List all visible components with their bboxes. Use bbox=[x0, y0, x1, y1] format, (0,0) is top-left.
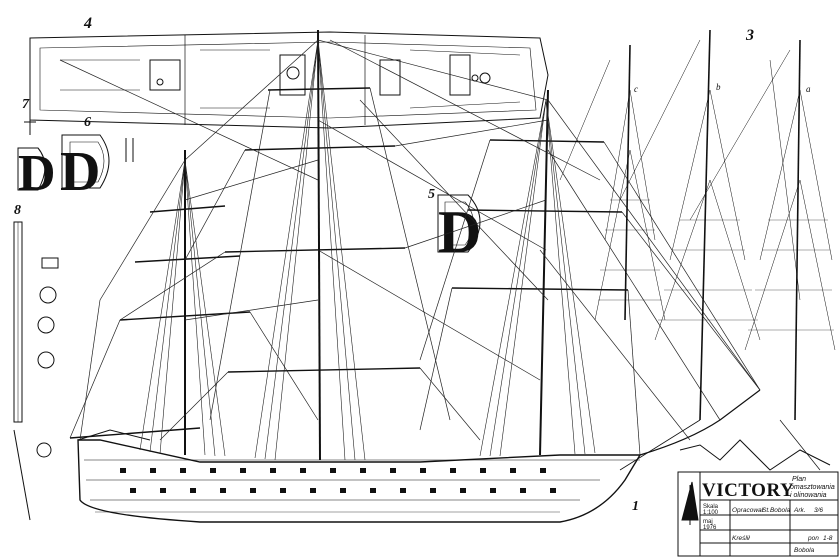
date-month: maj bbox=[703, 519, 713, 525]
stays-and-running-rigging bbox=[59, 39, 761, 456]
drawn-by-label: Kreślił bbox=[732, 535, 750, 542]
deck-plan bbox=[29, 31, 549, 129]
masts bbox=[184, 29, 549, 461]
ship-name: VICTORY bbox=[702, 480, 794, 501]
sheet-value: 3/6 bbox=[814, 507, 823, 514]
scale-label: Skala bbox=[703, 504, 719, 510]
title-block bbox=[677, 471, 839, 557]
blocks-detail bbox=[13, 221, 59, 521]
view-number-1: 1 bbox=[632, 499, 639, 514]
date-year: 1976 bbox=[703, 525, 717, 531]
rigging-views bbox=[559, 29, 836, 471]
mark-D-right: D bbox=[438, 199, 481, 265]
view-number-3: 3 bbox=[745, 27, 754, 44]
shrouds bbox=[139, 39, 596, 461]
plan-label: pon bbox=[807, 535, 819, 542]
rig-letter-a: a bbox=[806, 84, 811, 94]
prepared-by-label: Opracował bbox=[732, 507, 764, 514]
rig-letter-b: b bbox=[716, 82, 721, 92]
mark-D-center: D bbox=[60, 141, 100, 203]
view-number-5: 5 bbox=[428, 187, 435, 202]
view-number-7: 7 bbox=[22, 97, 30, 112]
view-number-4: 4 bbox=[83, 15, 92, 32]
view-number-8: 8 bbox=[14, 203, 21, 218]
prepared-by-name: St.Bobola bbox=[762, 507, 791, 514]
yards bbox=[69, 87, 629, 439]
plan-value: 1-8 bbox=[823, 535, 833, 542]
subtitle-line-3: i olinowania bbox=[790, 492, 827, 499]
top-platform-details bbox=[17, 112, 481, 253]
sheet-label: Ark. bbox=[793, 507, 806, 514]
hull-profile bbox=[77, 389, 761, 523]
subtitle-line-1: Plan bbox=[792, 476, 806, 483]
rig-letter-c: c bbox=[634, 84, 638, 94]
gunports bbox=[120, 468, 556, 493]
view-number-6: 6 bbox=[84, 115, 91, 130]
mark-D-left: D bbox=[18, 145, 56, 202]
subtitle-line-2: omasztowania bbox=[790, 484, 835, 491]
scale-value: 1:100 bbox=[703, 510, 719, 516]
drawn-by-name: Bobola bbox=[794, 547, 815, 554]
